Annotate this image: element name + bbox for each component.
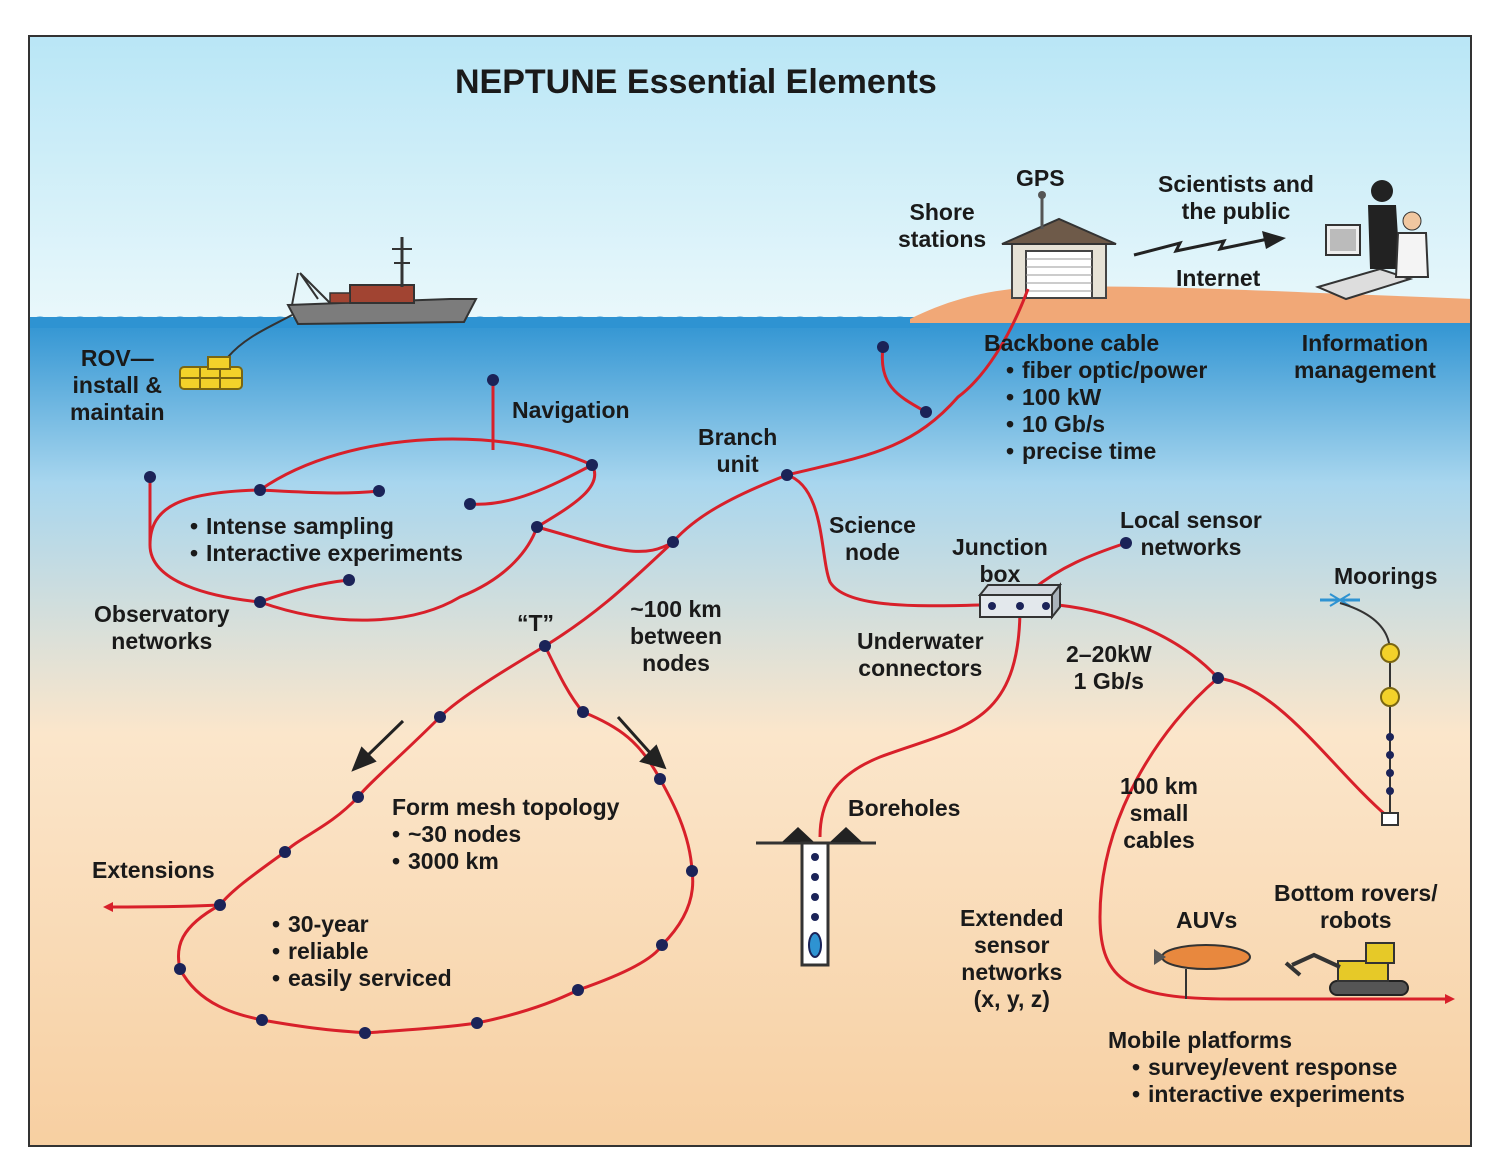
auvs-label: AUVs <box>1176 907 1238 933</box>
node <box>1120 537 1132 549</box>
sky <box>30 37 1470 322</box>
internet-arrow-icon <box>1133 231 1286 257</box>
borehole-cable <box>818 606 1022 838</box>
backbone-item: fiber optic/power <box>1006 357 1207 384</box>
extensions-cable <box>103 901 221 912</box>
node <box>877 341 889 353</box>
water-surface-waves <box>30 316 930 328</box>
mobile-item: interactive experiments <box>1132 1081 1405 1108</box>
diagram-title: NEPTUNE Essential Elements <box>455 63 937 101</box>
node <box>1212 672 1224 684</box>
node <box>174 963 186 975</box>
node <box>539 640 551 652</box>
observatory-link-cable <box>536 525 674 553</box>
node <box>586 459 598 471</box>
backbone-item: 10 Gb/s <box>1006 411 1207 438</box>
t-junction-label: “T” <box>517 610 555 636</box>
node <box>686 865 698 877</box>
junction-local-cable <box>1031 541 1127 592</box>
node <box>667 536 679 548</box>
backbone-item: 100 kW <box>1006 384 1207 411</box>
rov-label: ROV—install &maintain <box>70 345 165 425</box>
bottom-rovers-label: Bottom rovers/robots <box>1274 880 1438 933</box>
science-node-cable <box>786 473 981 608</box>
gps-label: GPS <box>1016 165 1065 191</box>
node <box>279 846 291 858</box>
node <box>256 1014 268 1026</box>
internet-label: Internet <box>1176 265 1261 291</box>
cable-nodes <box>144 341 1224 1039</box>
node <box>577 706 589 718</box>
node <box>464 498 476 510</box>
mobile-item: survey/event response <box>1132 1054 1405 1081</box>
boreholes-label: Boreholes <box>848 795 961 821</box>
backbone-cable-label: Backbone cable fiber optic/power 100 kW … <box>984 330 1207 465</box>
moorings-label: Moorings <box>1334 563 1438 589</box>
node <box>531 521 543 533</box>
observatory-loop <box>148 437 597 622</box>
mesh-topology-label: Form mesh topology ~30 nodes 3000 km <box>392 794 619 875</box>
mobile-cable <box>1098 676 1455 1004</box>
node <box>920 406 932 418</box>
mooring-cable <box>1217 676 1389 819</box>
node <box>373 485 385 497</box>
node <box>254 596 266 608</box>
node <box>144 471 156 483</box>
node <box>359 1027 371 1039</box>
obs-spur-3 <box>469 463 593 506</box>
mooring-icon <box>1320 593 1400 826</box>
mobile-platforms-label: Mobile platforms survey/event response i… <box>1108 1027 1405 1108</box>
obs-spur-4 <box>259 578 350 604</box>
mesh-item: 3000 km <box>392 848 619 875</box>
node <box>434 711 446 723</box>
bottom-rover-icon <box>1284 942 1409 996</box>
observatory-bullets: Intense sampling Interactive experiments <box>190 513 463 567</box>
node <box>214 899 226 911</box>
rov-icon <box>179 356 243 390</box>
shore-station-icon <box>1001 217 1117 299</box>
borehole-icon <box>756 827 876 967</box>
navigation-label: Navigation <box>512 397 630 423</box>
obs-spur-2 <box>259 488 380 495</box>
cable-network <box>103 288 1455 1035</box>
neptune-diagram <box>30 37 1470 1145</box>
ocean <box>30 317 1470 1145</box>
gps-antenna-icon <box>1038 191 1046 229</box>
node <box>471 1017 483 1029</box>
rov-tether <box>227 314 293 358</box>
node <box>656 939 668 951</box>
mesh-item: ~30 nodes <box>392 821 619 848</box>
lifetime-bullets: 30-year reliable easily serviced <box>272 911 452 992</box>
node <box>654 773 666 785</box>
node <box>781 469 793 481</box>
junction-box-icon <box>977 582 1063 620</box>
auv-icon <box>1154 944 1251 999</box>
node <box>343 574 355 586</box>
ship-icon <box>286 237 478 326</box>
extensions-label: Extensions <box>92 857 215 883</box>
scientists-computer-icon <box>1315 180 1430 301</box>
junction-east-cable <box>1057 603 1220 680</box>
node <box>352 791 364 803</box>
backbone-item: precise time <box>1006 438 1207 465</box>
mesh-direction-arrows <box>351 715 667 772</box>
node <box>572 984 584 996</box>
node <box>254 484 266 496</box>
node <box>487 374 499 386</box>
shore-spur-cable <box>880 346 927 414</box>
